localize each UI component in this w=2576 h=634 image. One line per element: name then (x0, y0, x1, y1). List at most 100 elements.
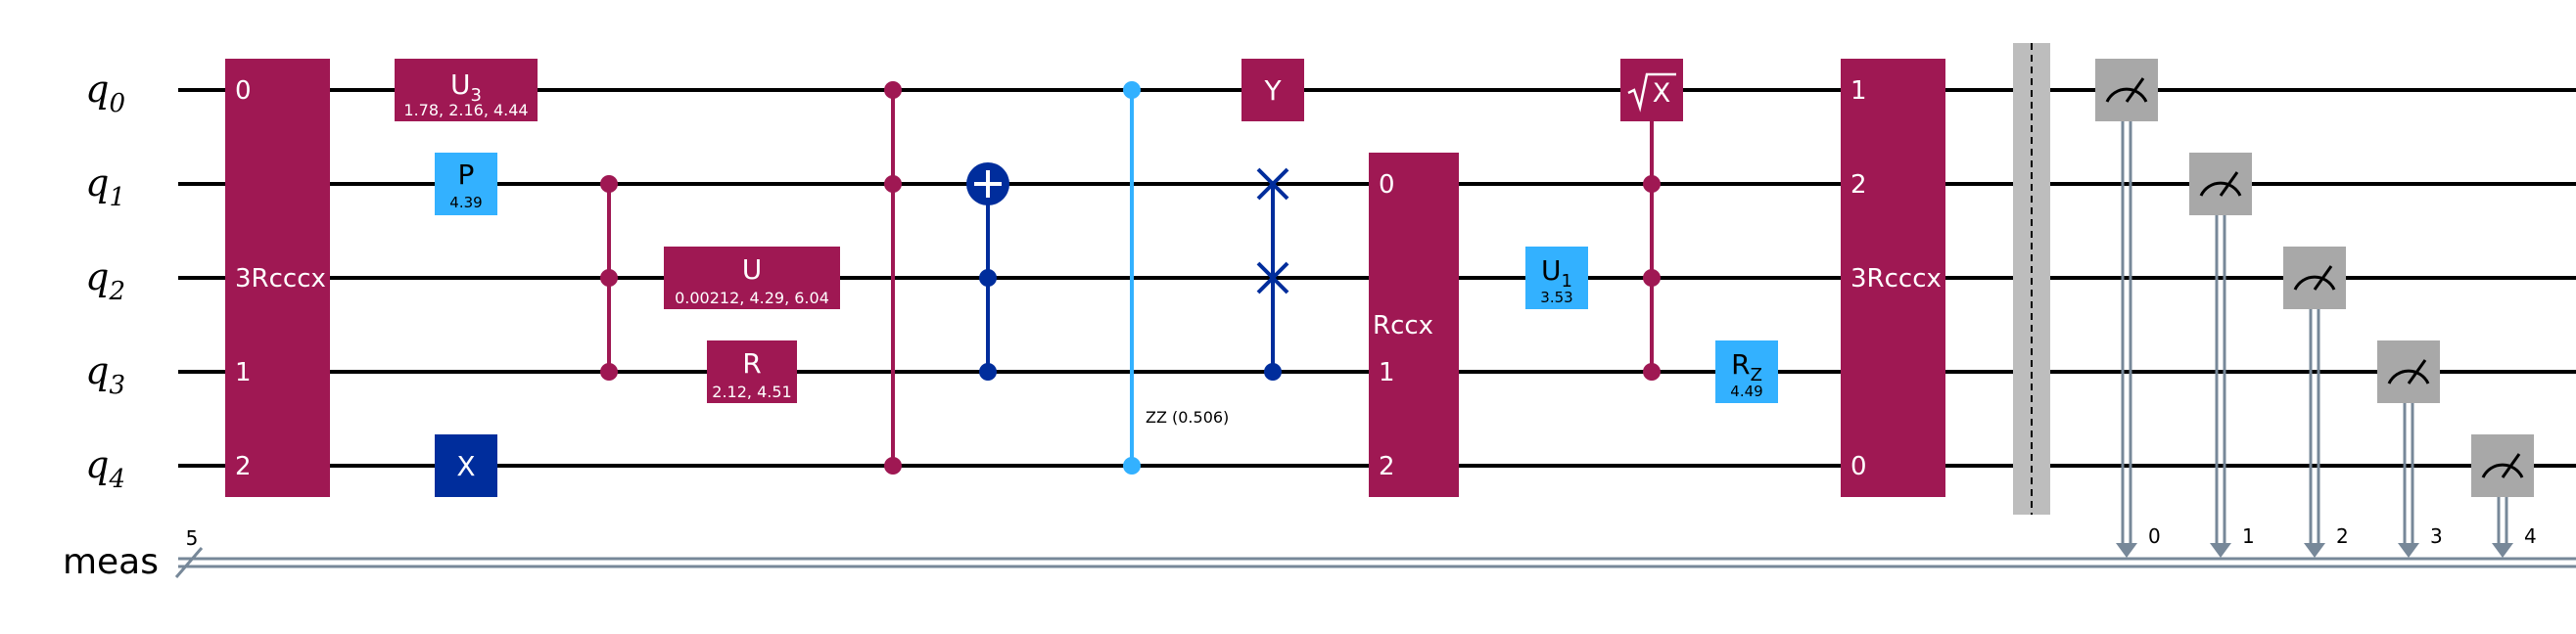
meter-icon (2105, 87, 2148, 103)
csx-gate: X (1620, 59, 1683, 381)
p-gate-label: P (458, 158, 475, 191)
csx-control-dot-q3 (1643, 363, 1661, 381)
u-gate-label: U (742, 253, 763, 286)
u3-gate: U3 1.78, 2.16, 4.44 (395, 59, 538, 121)
u3-gate-params: 1.78, 2.16, 4.44 (403, 101, 528, 119)
u-gate-box (664, 247, 840, 309)
rz-gate: RZ 4.49 (1715, 340, 1778, 403)
x-gate: X (435, 434, 497, 497)
y-gate-box (1241, 59, 1304, 121)
qubit-label-q1: q1 (85, 161, 125, 212)
meter-icon (2387, 369, 2430, 385)
r-gate-params: 2.12, 4.51 (712, 383, 791, 401)
ccz-control-dot-q1 (600, 175, 618, 193)
classical-register-label: meas (63, 542, 159, 582)
mcz-control-dot-q1 (884, 175, 902, 193)
meter-needle-icon (2407, 359, 2427, 385)
cswap-gate (1256, 167, 1289, 381)
ccz-gate (600, 175, 618, 381)
qubit-label-q2: q2 (85, 255, 125, 306)
ccx-control-dot-q2 (979, 269, 997, 287)
measure-target-label: 0 (2148, 524, 2161, 548)
rccx-gate-label: Rccx (1373, 311, 1433, 340)
u1-gate: U1 3.53 (1525, 247, 1588, 309)
rz-gate-box (1715, 340, 1778, 403)
x-gate-label: X (456, 450, 475, 482)
classical-bundle-slash (174, 547, 204, 578)
meter-needle-icon (2219, 171, 2239, 197)
rccx-gate-box (1369, 153, 1459, 497)
meter-needle-icon (2313, 265, 2333, 291)
rcccx-gate-1-box (225, 59, 330, 497)
rcccx-gate-2-label: 3Rcccx (1850, 264, 1942, 294)
zz-dot-q0 (1123, 81, 1141, 99)
rcccx-gate-1-port-1: 1 (235, 358, 252, 387)
ccz-control-dot-q2 (600, 269, 618, 287)
rccx-gate-port-1: 1 (1379, 358, 1395, 387)
csx-gate-label: X (1653, 78, 1671, 109)
cswap-control-dot-q3 (1264, 363, 1282, 381)
csx-control-dot-q1 (1643, 175, 1661, 193)
rcccx-gate-2-box (1841, 59, 1945, 497)
u-gate: U 0.00212, 4.29, 6.04 (664, 247, 840, 309)
meter-needle-icon (2125, 77, 2145, 103)
qubit-label-q4: q4 (85, 443, 125, 494)
u1-gate-box (1525, 247, 1588, 309)
x-gate-box (435, 434, 497, 497)
rcccx-gate-2-port-q1: 2 (1850, 170, 1867, 200)
u-gate-params: 0.00212, 4.29, 6.04 (675, 289, 829, 307)
mcz-control-dot-q0 (884, 81, 902, 99)
measure-arrow-icon (2492, 543, 2513, 558)
u3-gate-label: U3 (450, 68, 482, 106)
zz-gate-label: ZZ (0.506) (1146, 408, 1229, 427)
sqrt-icon (1627, 72, 1676, 113)
rz-gate-params: 4.49 (1730, 383, 1762, 400)
cswap-cross-q2-b (1256, 261, 1289, 294)
y-gate: Y (1241, 59, 1304, 121)
u1-gate-params: 3.53 (1540, 289, 1572, 306)
ccz-control-dot-q3 (600, 363, 618, 381)
rcccx-gate-1-label: 3Rcccx (235, 264, 326, 294)
measure-arrow-icon (2210, 543, 2231, 558)
y-gate-label: Y (1263, 74, 1282, 107)
zz-dot-q4 (1123, 457, 1141, 475)
measure-arrow-icon (2304, 543, 2325, 558)
csx-gate-box (1620, 59, 1683, 121)
r-gate-label: R (742, 347, 761, 380)
measure-target-label: 1 (2242, 524, 2255, 548)
mcz-control-dot-q4 (884, 457, 902, 475)
rcccx-gate-2-port-q4: 0 (1850, 452, 1867, 481)
r-gate: R 2.12, 4.51 (707, 340, 797, 403)
u3-gate-box (395, 59, 538, 121)
mcz-gate (884, 81, 902, 475)
u1-gate-label: U1 (1541, 254, 1572, 292)
rccx-gate-port-2: 2 (1379, 452, 1395, 481)
rcccx-gate-1: 0 1 2 3Rcccx (225, 59, 330, 497)
zz-gate: ZZ (0.506) (1123, 81, 1229, 475)
measure-arrow-icon (2116, 543, 2137, 558)
r-gate-box (707, 340, 797, 403)
measure-target-label: 4 (2524, 524, 2537, 548)
classical-bundle-width: 5 (186, 526, 199, 550)
rz-gate-label: RZ (1731, 348, 1762, 385)
barrier (2013, 43, 2050, 515)
meter-icon (2199, 181, 2242, 197)
qubit-label-q0: q0 (85, 68, 125, 118)
cswap-cross-q1-b (1256, 167, 1289, 201)
meter-icon (2481, 463, 2524, 478)
rcccx-gate-1-port-2: 2 (235, 452, 252, 481)
p-gate: P 4.39 (435, 153, 497, 215)
measure-arrow-icon (2398, 543, 2419, 558)
csx-control-dot-q2 (1643, 269, 1661, 287)
meter-needle-icon (2501, 453, 2521, 478)
p-gate-box (435, 153, 497, 215)
rcccx-gate-2-port-q0: 1 (1850, 76, 1867, 106)
meter-icon (2293, 275, 2336, 291)
rccx-gate: 0 1 2 Rccx (1369, 153, 1459, 497)
qubit-label-q3: q3 (85, 349, 125, 400)
rccx-gate-port-0: 0 (1379, 170, 1395, 200)
measure-target-label: 2 (2336, 524, 2349, 548)
rcccx-gate-1-port-0: 0 (235, 76, 252, 106)
